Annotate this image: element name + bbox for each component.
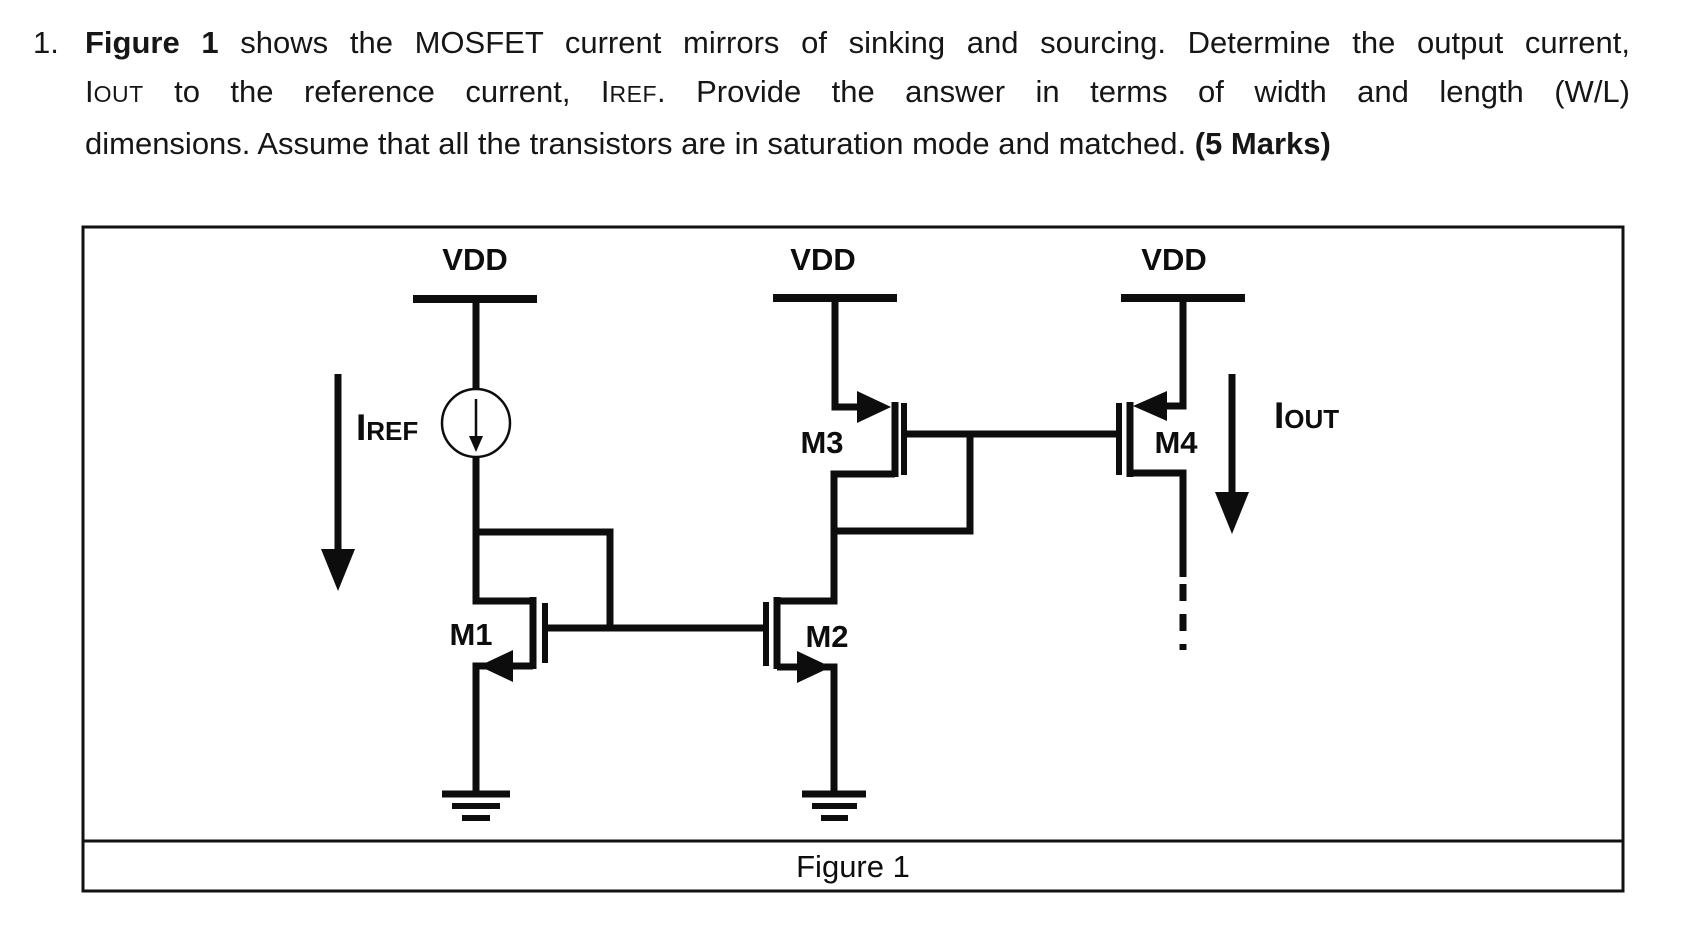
iout-label-main: I: [1274, 395, 1284, 436]
vdd-label-2: VDD: [790, 242, 855, 277]
iout-arrowhead-icon: [1215, 492, 1249, 534]
ground-symbol-m2: [802, 790, 866, 821]
question-number: 1.: [33, 25, 59, 60]
vdd-label-1: VDD: [442, 242, 507, 277]
reference-branch: VDD IREF: [321, 242, 614, 628]
wire-m1-diode-connection: [476, 528, 614, 628]
iref-label: IREF: [356, 407, 418, 448]
iout-label-sub: OUT: [1284, 404, 1339, 434]
wire-source-to-m1-drain: [472, 457, 533, 605]
question-line-3: dimensions. Assume that all the transist…: [85, 119, 1630, 168]
iref-label-sub: REF: [366, 416, 418, 446]
m4-label: M4: [1154, 425, 1198, 460]
m1-source-wire: [472, 662, 533, 796]
question-line3-bold: (5 Marks): [1194, 126, 1331, 161]
iref-subscript-text: REF: [609, 81, 658, 107]
iref-label-main: I: [356, 407, 366, 448]
question-line1-bold: Figure 1: [85, 25, 219, 60]
m3-label: M3: [800, 425, 843, 460]
transistor-m1: M1: [442, 597, 548, 821]
current-source-arrowhead-icon: [469, 436, 483, 452]
question-line2-rest: . Provide the answer in terms of width a…: [657, 74, 1630, 109]
question-line2-mid: to the reference current,: [143, 74, 601, 109]
m1-label: M1: [449, 617, 492, 652]
question-line-1: Figure 1 shows the MOSFET current mirror…: [85, 18, 1630, 67]
iref-current-arrow: [321, 374, 355, 591]
question-line3-rest: dimensions. Assume that all the transist…: [85, 126, 1195, 161]
vdd-label-3: VDD: [1141, 242, 1206, 277]
figure-caption: Figure 1: [796, 849, 910, 884]
iout-subscript-text: OUT: [93, 81, 144, 107]
iout-current-arrow: [1215, 374, 1249, 534]
question-line1-rest: shows the MOSFET current mirrors of sink…: [218, 25, 1630, 60]
m1-source-arrowhead-icon: [479, 650, 513, 682]
m3-diode-connection-wire: [834, 434, 974, 535]
transistor-m2: M2: [763, 597, 866, 821]
m3-source-wire: [831, 295, 860, 411]
question-text: Figure 1 shows the MOSFET current mirror…: [85, 18, 1630, 168]
m4-drain-wire: [1130, 469, 1187, 577]
m4-source-arrowhead-icon: [1133, 391, 1167, 421]
figure-caption-row: [81, 839, 1625, 893]
question-line-2: IOUT to the reference current, IREF. Pro…: [85, 67, 1630, 119]
ground-symbol-m1: [442, 790, 510, 821]
current-source-symbol: [440, 387, 512, 459]
iref-arrowhead-icon: [321, 549, 355, 591]
m3-source-arrowhead-icon: [857, 391, 891, 423]
iref-symbol-text: I: [600, 74, 610, 109]
m4-source-wire: [1160, 295, 1187, 410]
iout-symbol-text: I: [85, 74, 94, 109]
iout-label: IOUT: [1274, 395, 1339, 436]
question-paragraph: 1. Figure 1 shows the MOSFET current mir…: [33, 18, 1630, 168]
transistor-m3: VDD M3: [773, 242, 974, 605]
m3-drain-to-m2-drain-wire: [777, 470, 895, 605]
m2-source-arrowhead-icon: [797, 651, 831, 683]
m2-label: M2: [805, 619, 848, 654]
m2-source-wire: [777, 663, 838, 796]
transistor-m4: VDD M4 IOUT: [1116, 242, 1339, 650]
